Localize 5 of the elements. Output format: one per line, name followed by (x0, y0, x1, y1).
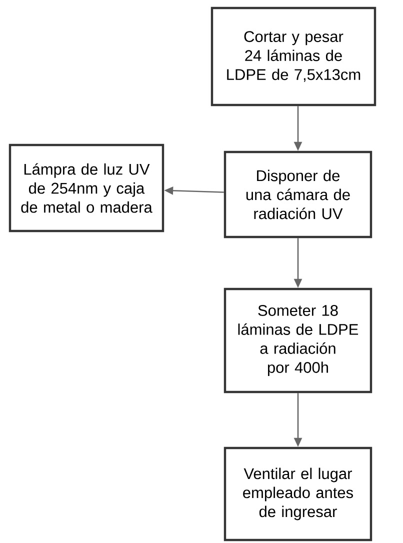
process-box: Someter 18 láminas de LDPE a radiación por 400h (224, 288, 372, 394)
process-box: Lámpra de luz UV de 254nm y caja de metal o madera (8, 144, 164, 232)
process-box: Cortar y pesar 24 láminas de LDPE de 7,5x13cm (210, 6, 376, 106)
process-box: Ventilar el lugar empleado antes de ingresar (224, 446, 372, 542)
process-box: Disponer de una cámara de radiación UV (224, 150, 372, 238)
